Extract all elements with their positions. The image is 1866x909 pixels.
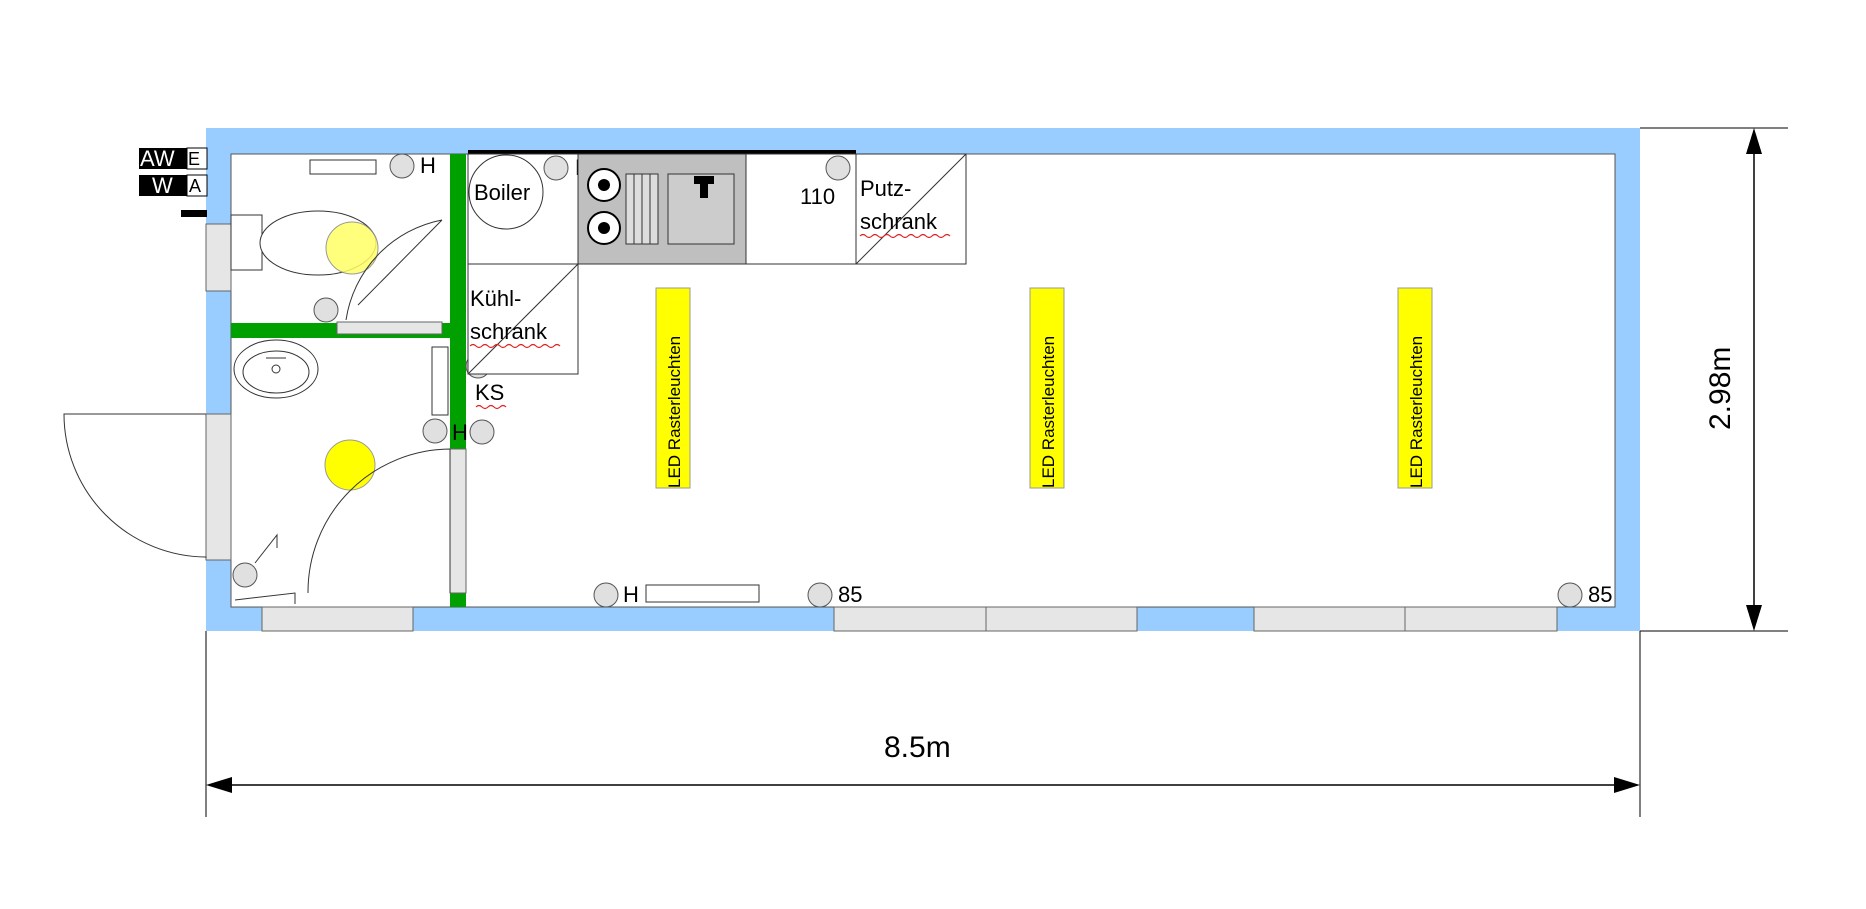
bath-door-swing [307, 448, 451, 594]
window-bottom-1 [261, 606, 414, 632]
width-dimension: 8.5m [205, 631, 1641, 817]
socket-h-bath: H [452, 420, 468, 445]
socket-icon [389, 153, 415, 179]
kuehlschrank-diagonal [467, 263, 579, 375]
wc-door-swing [345, 219, 443, 321]
socket-icon-bath-low [232, 562, 258, 588]
legend-a: A [189, 176, 201, 196]
legend-aw: AW [140, 146, 175, 171]
window-bottom-2 [833, 606, 1138, 632]
entrance-door-swing [63, 413, 207, 558]
legend-e: E [188, 149, 200, 169]
socket-icon-85-mid [807, 582, 833, 608]
spellcheck-mark-kuehl [469, 343, 561, 349]
socket-h-wc: H [420, 153, 436, 178]
putzschrank-diagonal [855, 153, 967, 265]
spellcheck-mark-putz [859, 233, 951, 239]
socket-85-mid: 85 [838, 582, 862, 607]
width-label: 8.5m [884, 731, 951, 764]
ceiling-light-bath [324, 439, 376, 491]
led-light-2: LED Rasterleuchten [1029, 287, 1065, 489]
socket-icon-bath-2 [469, 419, 495, 445]
door-frame-left [205, 413, 232, 561]
wc-shelf [309, 159, 377, 175]
stove-icon [587, 168, 621, 245]
boiler-tank [468, 154, 544, 230]
ceiling-light-wc [325, 221, 379, 275]
kuehl-label-2: schrank [470, 319, 548, 344]
height-dimension: 2.98m [1640, 127, 1788, 632]
kuehl-label-1: Kühl- [470, 286, 521, 311]
led-label-2: LED Rasterleuchten [1039, 336, 1058, 488]
putz-label-2: schrank [860, 209, 938, 234]
led-light-1: LED Rasterleuchten [655, 287, 691, 489]
socket-85-right: 85 [1588, 582, 1612, 607]
drainboard-icon [625, 173, 659, 245]
height-label: 2.98m [1704, 347, 1737, 430]
wc-door-frame [336, 321, 443, 335]
socket-icon-main [593, 582, 619, 608]
sink-icon [233, 339, 319, 399]
led-light-3: LED Rasterleuchten [1397, 287, 1433, 489]
socket-icon-wc-low [313, 297, 339, 323]
led-label-3: LED Rasterleuchten [1407, 336, 1426, 488]
bath-mirror [431, 346, 449, 416]
kitchen-height-label: 110 [800, 184, 835, 209]
bath-door-frame [449, 448, 467, 594]
window-bottom-3 [1253, 606, 1558, 632]
kitchen-sink-icon [667, 173, 735, 245]
radiator [645, 584, 760, 603]
legend-w: W [152, 173, 173, 198]
legend-box: AW E W A [139, 146, 208, 217]
shower-drain-icon [234, 533, 296, 604]
window-left-wc [205, 223, 232, 292]
socket-h-main: H [623, 582, 639, 607]
socket-icon-bath [422, 418, 448, 444]
socket-icon-boiler [543, 155, 569, 181]
led-label-1: LED Rasterleuchten [665, 336, 684, 488]
boiler-label: Boiler [474, 180, 530, 205]
spellcheck-mark [475, 404, 507, 410]
socket-icon-110 [825, 155, 851, 181]
ks-label: KS [475, 380, 504, 405]
socket-icon-85-right [1557, 582, 1583, 608]
putz-label-1: Putz- [860, 176, 911, 201]
